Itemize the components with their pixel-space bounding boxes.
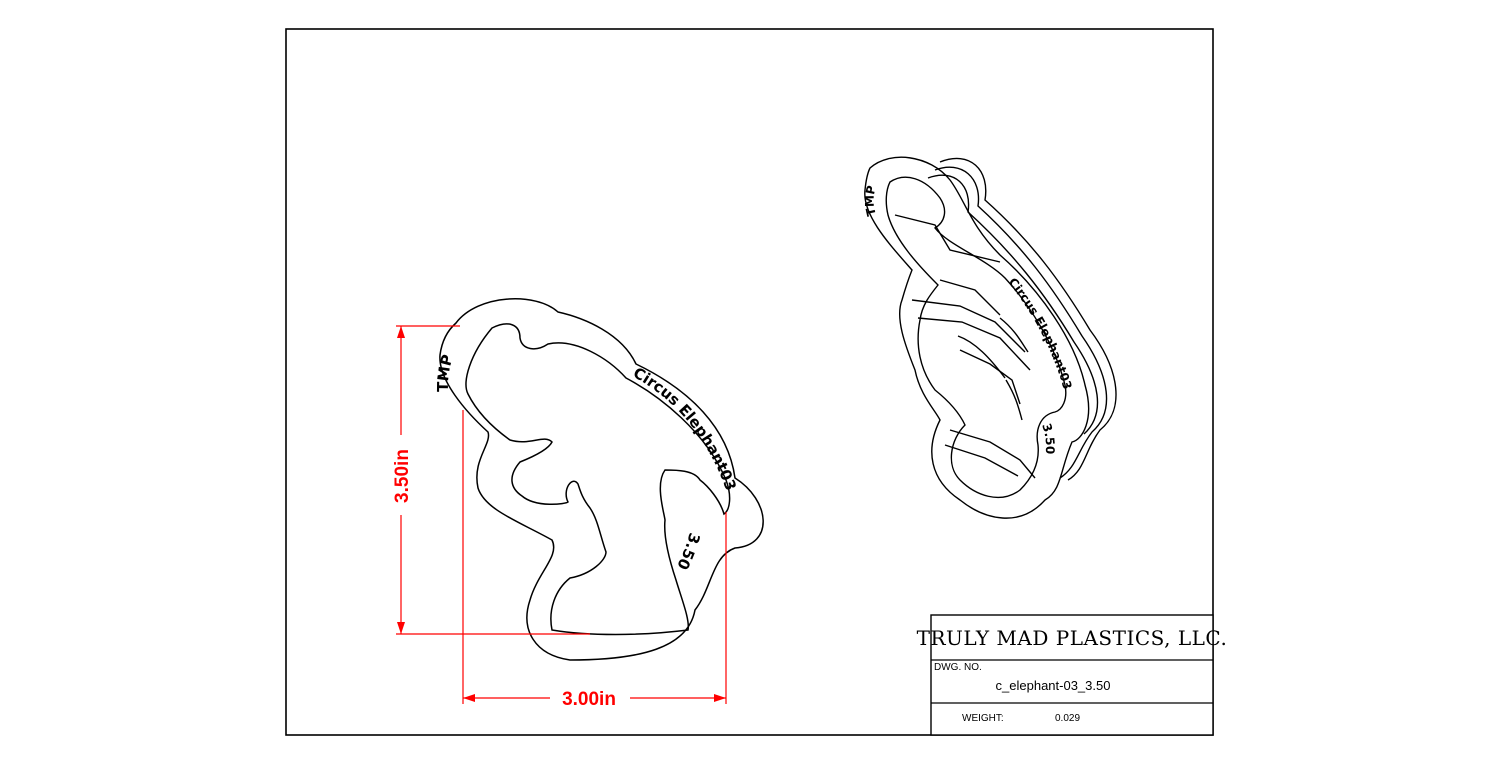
top-view: TMP Circus Elephant03 3.50	[434, 298, 764, 661]
width-dimension-label: 3.00in	[562, 689, 616, 710]
dwg-no-value: c_elephant-03_3.50	[996, 678, 1111, 693]
engraving-tmp: TMP	[434, 353, 457, 392]
sheet-border	[285, 28, 1214, 736]
title-block: TRULY MAD PLASTICS, LLC. DWG. NO. c_elep…	[917, 614, 1228, 736]
isometric-engravings: TMP Circus Elephant03 3.50	[863, 184, 1075, 454]
iso-inner-outline	[885, 176, 1067, 499]
engraving-size: 3.50	[673, 531, 703, 573]
weight-label: WEIGHT:	[962, 713, 1004, 724]
company-name: TRULY MAD PLASTICS, LLC.	[917, 626, 1228, 650]
cutter-outer-outline	[439, 298, 764, 661]
iso-outer-outline	[864, 156, 1090, 519]
weight-value: 0.029	[1055, 713, 1080, 724]
engraving-name: Circus Elephant03	[630, 364, 740, 493]
iso-engraving-size: 3.50	[1039, 422, 1057, 455]
cutter-inner-outline	[465, 323, 731, 636]
height-dimension-label: 3.50in	[392, 449, 413, 503]
dimensions: 3.50in 3.00in	[390, 325, 727, 710]
iso-engraving-tmp: TMP	[863, 184, 879, 217]
isometric-view	[864, 156, 1117, 519]
dwg-no-label: DWG. NO.	[934, 662, 982, 673]
